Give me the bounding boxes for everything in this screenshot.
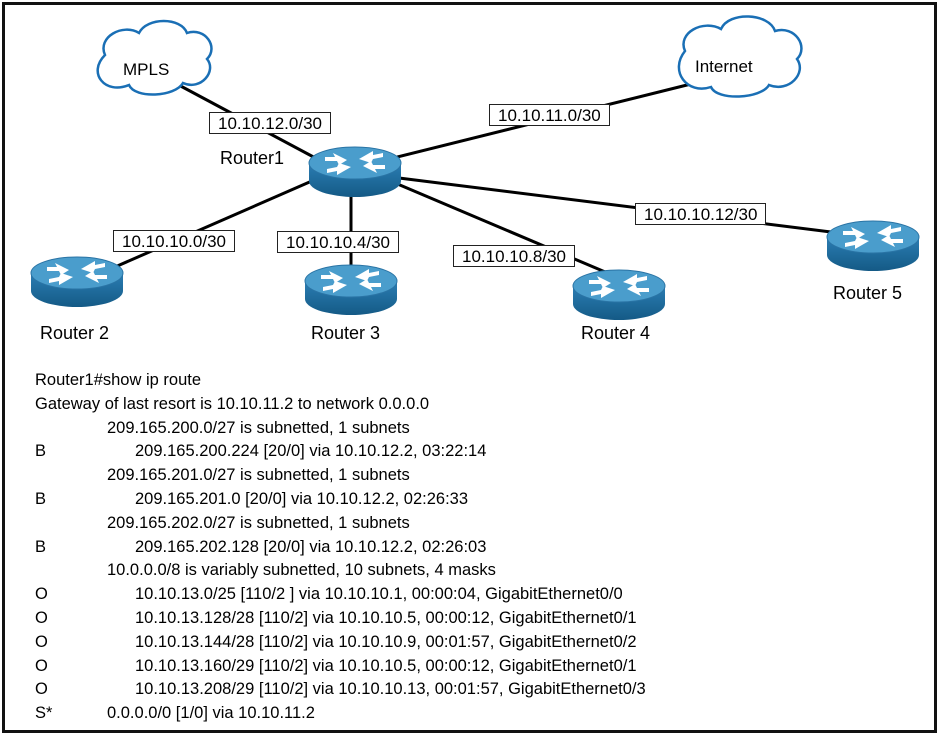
router2-icon (30, 256, 124, 308)
route-text: 209.165.200.224 [20/0] via 10.10.12.2, 0… (135, 442, 487, 461)
router5-label: Router 5 (833, 283, 903, 303)
link-label-router2: 10.10.10.0/30 (113, 230, 235, 252)
link-label-router5: 10.10.10.12/30 (635, 203, 767, 225)
link-label-router3: 10.10.10.4/30 (277, 231, 399, 253)
route-code: O (35, 585, 48, 604)
link-label-internet: 10.10.11.0/30 (489, 104, 610, 126)
route-code: O (35, 632, 48, 651)
internet-label: Internet (695, 57, 753, 76)
router4-label: Router 4 (581, 323, 651, 343)
route-text: 209.165.201.0/27 is subnetted, 1 subnets (107, 466, 410, 485)
route-text: 209.165.202.0/27 is subnetted, 1 subnets (107, 513, 410, 532)
route-code: O (35, 680, 48, 699)
route-code: O (35, 608, 48, 627)
route-text: 10.10.13.128/28 [110/2] via 10.10.10.5, … (135, 608, 637, 627)
route-text: 0.0.0.0/0 [1/0] via 10.10.11.2 (107, 704, 315, 723)
link-label-mpls: 10.10.12.0/30 (209, 112, 331, 134)
link-label-router4: 10.10.10.8/30 (453, 245, 575, 267)
topology-diagram (30, 15, 920, 321)
links (114, 81, 872, 279)
router5-icon (826, 220, 920, 272)
router4-icon (572, 269, 666, 321)
route-text: 10.10.13.160/29 [110/2] via 10.10.10.5, … (135, 656, 637, 675)
route-text: 209.165.201.0 [20/0] via 10.10.12.2, 02:… (135, 489, 469, 508)
route-text: 10.10.13.0/25 [110/2 ] via 10.10.10.1, 0… (135, 585, 623, 604)
route-code: B (35, 537, 47, 556)
router1-icon (308, 146, 402, 198)
router1-label: Router1 (220, 148, 285, 168)
router3-label: Router 3 (311, 323, 381, 343)
route-text: 10.0.0.0/8 is variably subnetted, 10 sub… (107, 561, 496, 580)
route-code: B (35, 489, 47, 508)
route-text: 209.165.200.0/27 is subnetted, 1 subnets (107, 418, 410, 437)
route-code: S* (35, 704, 53, 723)
router2-label: Router 2 (40, 323, 110, 343)
router3-icon (304, 264, 398, 316)
mpls-label: MPLS (123, 60, 170, 79)
route-code: B (35, 442, 47, 461)
route-text: 10.10.13.144/28 [110/2] via 10.10.10.9, … (135, 632, 637, 651)
route-text: 209.165.202.128 [20/0] via 10.10.12.2, 0… (135, 537, 487, 556)
internet-cloud-icon (677, 15, 803, 98)
route-code: O (35, 656, 48, 675)
route-text: 10.10.13.208/29 [110/2] via 10.10.10.13,… (135, 680, 646, 699)
mpls-cloud-icon (96, 19, 213, 96)
